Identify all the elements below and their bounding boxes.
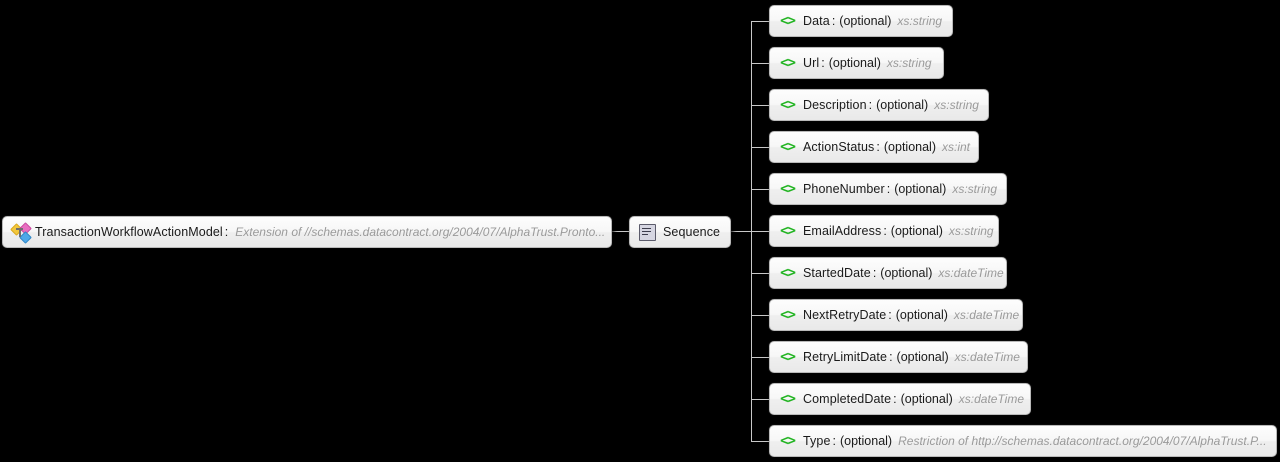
connector-stub [751,231,770,232]
root-node-separator: : [224,225,229,239]
node-element-data[interactable]: <> Data : (optional) xs:string [769,5,953,37]
element-separator: : [868,98,873,112]
element-type: xs:string [948,224,994,238]
node-element-completeddate[interactable]: <> CompletedDate : (optional) xs:dateTim… [769,383,1031,415]
connector-stub [751,273,770,274]
connector-stub [751,147,770,148]
element-occurrence: (optional) [880,266,933,280]
element-icon: <> [780,139,796,155]
node-element-description[interactable]: <> Description : (optional) xs:string [769,89,989,121]
element-name: CompletedDate [803,392,892,406]
connector-stub [751,189,770,190]
element-separator: : [893,392,897,406]
element-type: xs:string [897,14,943,28]
element-occurrence: (optional) [883,140,936,154]
sequence-icon [639,223,656,241]
element-type: xs:int [942,140,971,154]
element-type: xs:dateTime [938,266,1004,280]
element-separator: : [886,182,891,196]
element-type: xs:string [886,56,932,70]
element-icon: <> [780,265,796,281]
connector-stub [751,105,770,106]
element-occurrence: (optional) [900,392,953,406]
connector-stub [751,63,770,64]
connector-stub [751,441,770,442]
element-type: xs:string [934,98,979,112]
element-name: EmailAddress [803,224,882,238]
element-icon: <> [780,433,796,449]
element-name: Url [803,56,820,70]
node-element-retrylimitdate[interactable]: <> RetryLimitDate : (optional) xs:dateTi… [769,341,1028,373]
element-occurrence: (optional) [894,182,947,196]
element-occurrence: (optional) [896,350,949,364]
element-name: Description [803,98,867,112]
element-type: xs:dateTime [958,392,1025,406]
element-type: xs:dateTime [953,308,1020,322]
element-icon: <> [780,391,796,407]
connector-sequence-to-trunk [731,231,752,232]
node-element-url[interactable]: <> Url : (optional) xs:string [769,47,944,79]
element-separator: : [872,266,877,280]
node-element-nextretrydate[interactable]: <> NextRetryDate : (optional) xs:dateTim… [769,299,1023,331]
node-element-phonenumber[interactable]: <> PhoneNumber : (optional) xs:string [769,173,1007,205]
element-separator: : [889,350,893,364]
element-name: PhoneNumber [803,182,885,196]
connector-stub [751,21,770,22]
root-node-derivation: Extension of //schemas.datacontract.org/… [235,225,606,239]
node-element-actionstatus[interactable]: <> ActionStatus : (optional) xs:int [769,131,979,163]
node-element-starteddate[interactable]: <> StartedDate : (optional) xs:dateTime [769,257,1007,289]
node-element-type[interactable]: <> Type : (optional) Restriction of http… [769,425,1277,457]
element-separator: : [831,14,836,28]
element-separator: : [876,140,880,154]
element-icon: <> [780,97,796,113]
element-icon: <> [780,349,796,365]
element-type: xs:string [952,182,997,196]
element-icon: <> [780,181,796,197]
element-name: Type [803,434,831,448]
connector-stub [751,399,770,400]
node-element-emailaddress[interactable]: <> EmailAddress : (optional) xs:string [769,215,999,247]
element-separator: : [821,56,825,70]
element-type: Restriction of http://schemas.datacontra… [898,434,1267,448]
connector-stub [751,357,770,358]
element-occurrence: (optional) [839,434,893,448]
element-occurrence: (optional) [890,224,943,238]
element-icon: <> [780,55,796,71]
element-occurrence: (optional) [839,14,892,28]
element-separator: : [883,224,887,238]
element-separator: : [888,308,892,322]
element-icon: <> [780,307,796,323]
root-node-name: TransactionWorkflowActionModel [35,225,223,239]
node-root-complex-type[interactable]: TransactionWorkflowActionModel : Extensi… [2,216,612,248]
element-icon: <> [780,13,796,29]
element-name: Data [803,14,830,28]
node-sequence-compositor[interactable]: Sequence [629,216,731,248]
sequence-label: Sequence [663,225,721,239]
element-icon: <> [780,223,796,239]
connector-stub [751,315,770,316]
element-occurrence: (optional) [876,98,929,112]
element-separator: : [832,434,836,448]
element-type: xs:dateTime [954,350,1020,364]
element-occurrence: (optional) [828,56,881,70]
element-name: RetryLimitDate [803,350,888,364]
element-name: ActionStatus [803,140,875,154]
element-occurrence: (optional) [895,308,948,322]
complex-type-icon [10,222,32,244]
element-name: NextRetryDate [803,308,887,322]
connector-root-to-sequence [612,231,629,232]
element-name: StartedDate [803,266,871,280]
